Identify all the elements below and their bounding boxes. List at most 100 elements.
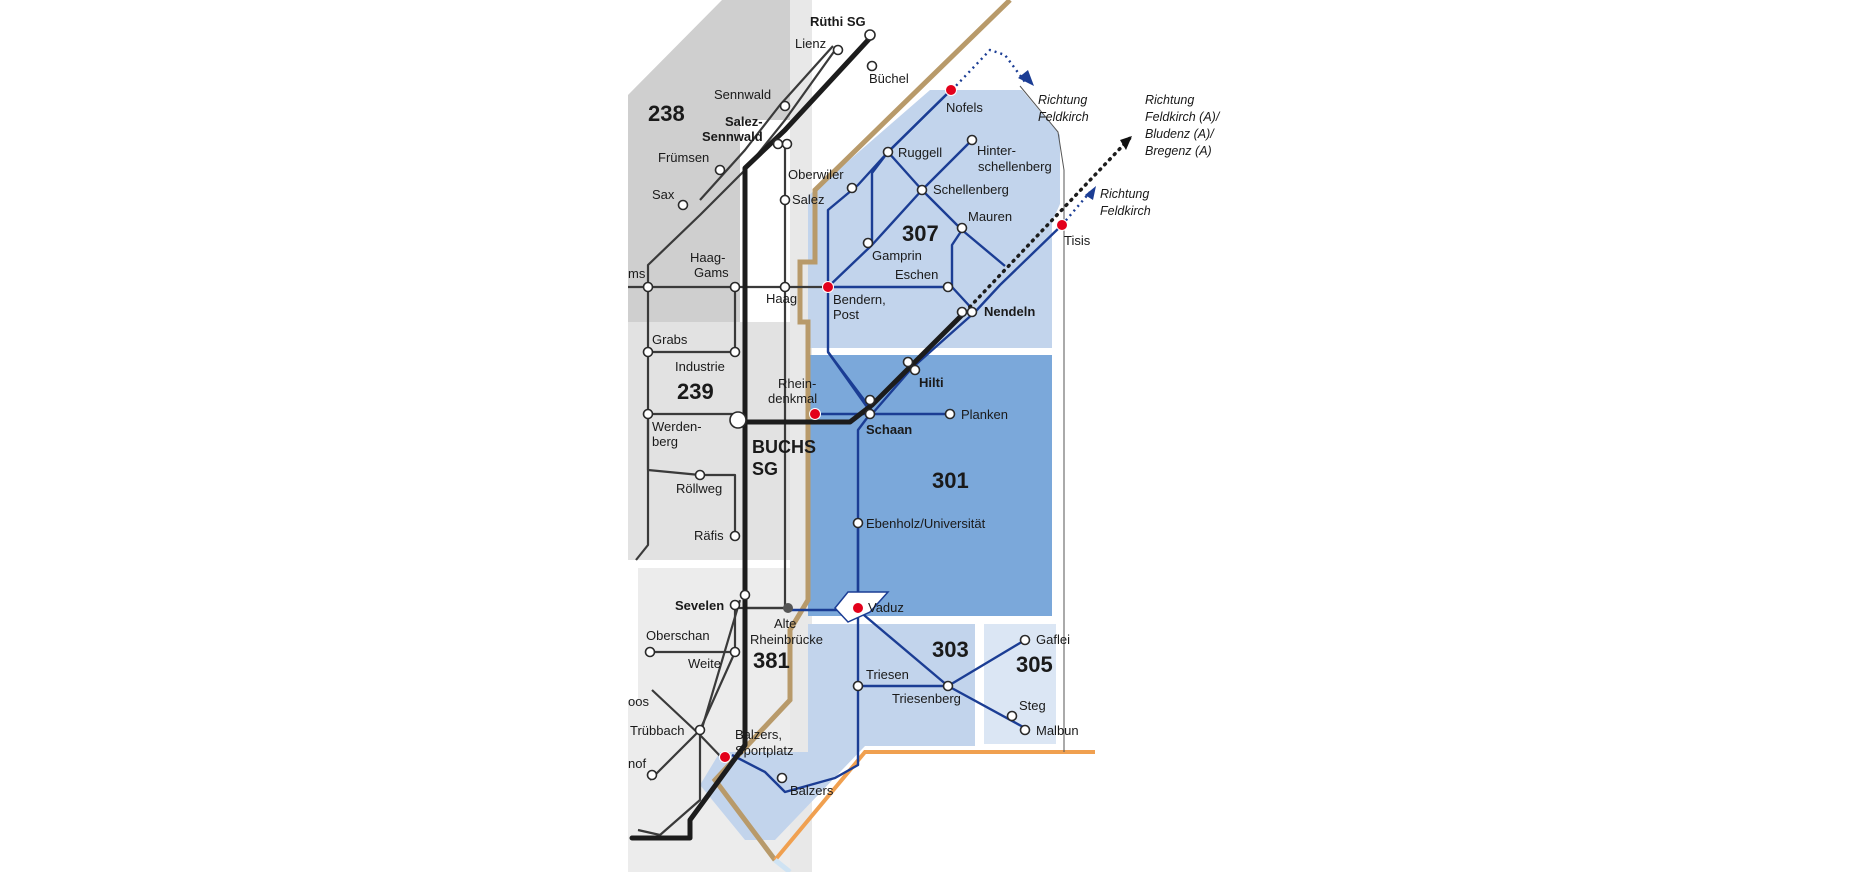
- stop-rheindenkmal: [809, 408, 821, 420]
- stop-truebbach: [694, 724, 706, 736]
- arrow-tisis: [1085, 186, 1096, 200]
- region-outline: [1019, 85, 1065, 752]
- stop-raefis: [729, 530, 741, 542]
- stop-hilti: [902, 356, 914, 368]
- stop-planken: [944, 408, 956, 420]
- stop-balzers-sportplatz: [719, 751, 731, 763]
- label-gaflei: Gaflei: [1036, 632, 1070, 647]
- stop-sennwald: [779, 100, 791, 112]
- stop-haag-gams: [729, 281, 741, 293]
- zone-labels: 238 239 381 307 301 303 305: [648, 101, 1053, 677]
- stop-gaflei: [1019, 634, 1031, 646]
- zone-301-area: [808, 355, 1052, 616]
- direction-rail-1: Richtung: [1145, 93, 1194, 107]
- label-haag: Haag: [766, 291, 797, 306]
- label-oberschan: Oberschan: [646, 628, 710, 643]
- label-balzers: Balzers: [790, 783, 834, 798]
- label-hilti: Hilti: [919, 375, 944, 390]
- label-alte-rheinbruecke-2: Rheinbrücke: [750, 632, 823, 647]
- zone-label-307: 307: [902, 221, 939, 246]
- stop-tisis: [1056, 219, 1068, 231]
- label-haag-gams-1: Haag-: [690, 250, 725, 265]
- stop-gams: [642, 281, 654, 293]
- zone-label-238: 238: [648, 101, 685, 126]
- label-oberwiler: Oberwiler: [788, 167, 844, 182]
- city-buchs-line2: SG: [752, 459, 778, 479]
- bus-to-feldkirch-tisis: [1061, 191, 1091, 226]
- label-hof-partial: nof: [628, 756, 646, 771]
- stop-nendeln: [966, 306, 978, 318]
- direction-rail-4: Bregenz (A): [1145, 144, 1212, 158]
- label-bendern-2: Post: [833, 307, 859, 322]
- label-fruemsen: Frümsen: [658, 150, 709, 165]
- stop-ebenholz: [852, 517, 864, 529]
- direction-nofels-2: Feldkirch: [1038, 110, 1089, 124]
- zone-303-area: [700, 624, 975, 840]
- stop-werdenberg: [642, 408, 654, 420]
- label-balzers-sportplatz-2: Sportplatz: [735, 743, 794, 758]
- stop-ruggell: [882, 146, 894, 158]
- stop-gamprin: [862, 237, 874, 249]
- direction-nofels-1: Richtung: [1038, 93, 1087, 107]
- zone-areas: [628, 0, 1060, 872]
- arrow-rail: [1120, 136, 1132, 150]
- stop-eschen: [942, 281, 954, 293]
- stop-bendern-post: [822, 281, 834, 293]
- label-schellenberg: Schellenberg: [933, 182, 1009, 197]
- direction-tisis-1: Richtung: [1100, 187, 1149, 201]
- label-planken: Planken: [961, 407, 1008, 422]
- rail-line-buchs-southeast: [629, 617, 748, 841]
- direction-rail-3: Bludenz (A)/: [1145, 127, 1215, 141]
- stop-sax: [677, 199, 689, 211]
- label-mauren: Mauren: [968, 209, 1012, 224]
- zone-238-area: [628, 0, 790, 330]
- stop-malbun: [1019, 724, 1031, 736]
- swiss-bus-lines: [628, 45, 839, 837]
- label-malbun: Malbun: [1036, 723, 1079, 738]
- stop-triesenberg: [942, 680, 954, 692]
- label-truebbach: Trübbach: [630, 723, 684, 738]
- river-lower: [773, 858, 792, 874]
- stop-mauren: [956, 222, 968, 234]
- stop-alte-rheinbruecke: [783, 603, 793, 613]
- stop-schaan-2: [864, 408, 876, 420]
- stop-schaan: [864, 394, 876, 406]
- stop-salez-sennwald-2: [781, 138, 793, 150]
- zone-label-239: 239: [677, 379, 714, 404]
- stop-oberschan: [644, 646, 656, 658]
- label-buechel: Büchel: [869, 71, 909, 86]
- label-bendern-1: Bendern,: [833, 292, 886, 307]
- label-triesenberg: Triesenberg: [892, 691, 961, 706]
- label-hinterschellenberg-2: schellenberg: [978, 159, 1052, 174]
- stop-sevelen: [729, 599, 741, 611]
- arrow-nofels: [1018, 70, 1034, 86]
- label-nendeln: Nendeln: [984, 304, 1035, 319]
- label-triesen: Triesen: [866, 667, 909, 682]
- direction-tisis-2: Feldkirch: [1100, 204, 1151, 218]
- label-steg: Steg: [1019, 698, 1046, 713]
- rail-line-buchs-feldkirch: [735, 309, 968, 425]
- label-eschen: Eschen: [895, 267, 938, 282]
- stop-nendeln-2: [956, 306, 968, 318]
- direction-rail-2: Feldkirch (A)/: [1145, 110, 1221, 124]
- borders: [711, 0, 1095, 874]
- label-schaan: Schaan: [866, 422, 912, 437]
- rail-line-to-feldkirch-dotted: [963, 136, 1132, 314]
- stop-weite: [729, 646, 741, 658]
- stop-balzers: [776, 772, 788, 784]
- stop-buechel: [866, 60, 878, 72]
- zone-239-area: [628, 322, 810, 560]
- stop-steg: [1006, 710, 1018, 722]
- stop-lienz: [832, 44, 844, 56]
- zone-label-301: 301: [932, 468, 969, 493]
- river-rhine-strip: [790, 0, 812, 872]
- stop-schellenberg: [916, 184, 928, 196]
- city-buchs-line1: BUCHS: [752, 437, 816, 457]
- zone-label-303: 303: [932, 637, 969, 662]
- stop-hof: [646, 769, 658, 781]
- stop-hilti-2: [909, 364, 921, 376]
- label-hinterschellenberg-1: Hinter-: [977, 143, 1016, 158]
- bus-to-feldkirch-nofels: [951, 48, 1026, 91]
- label-vaduz: Vaduz: [868, 600, 904, 615]
- label-ebenholz: Ebenholz/Universität: [866, 516, 986, 531]
